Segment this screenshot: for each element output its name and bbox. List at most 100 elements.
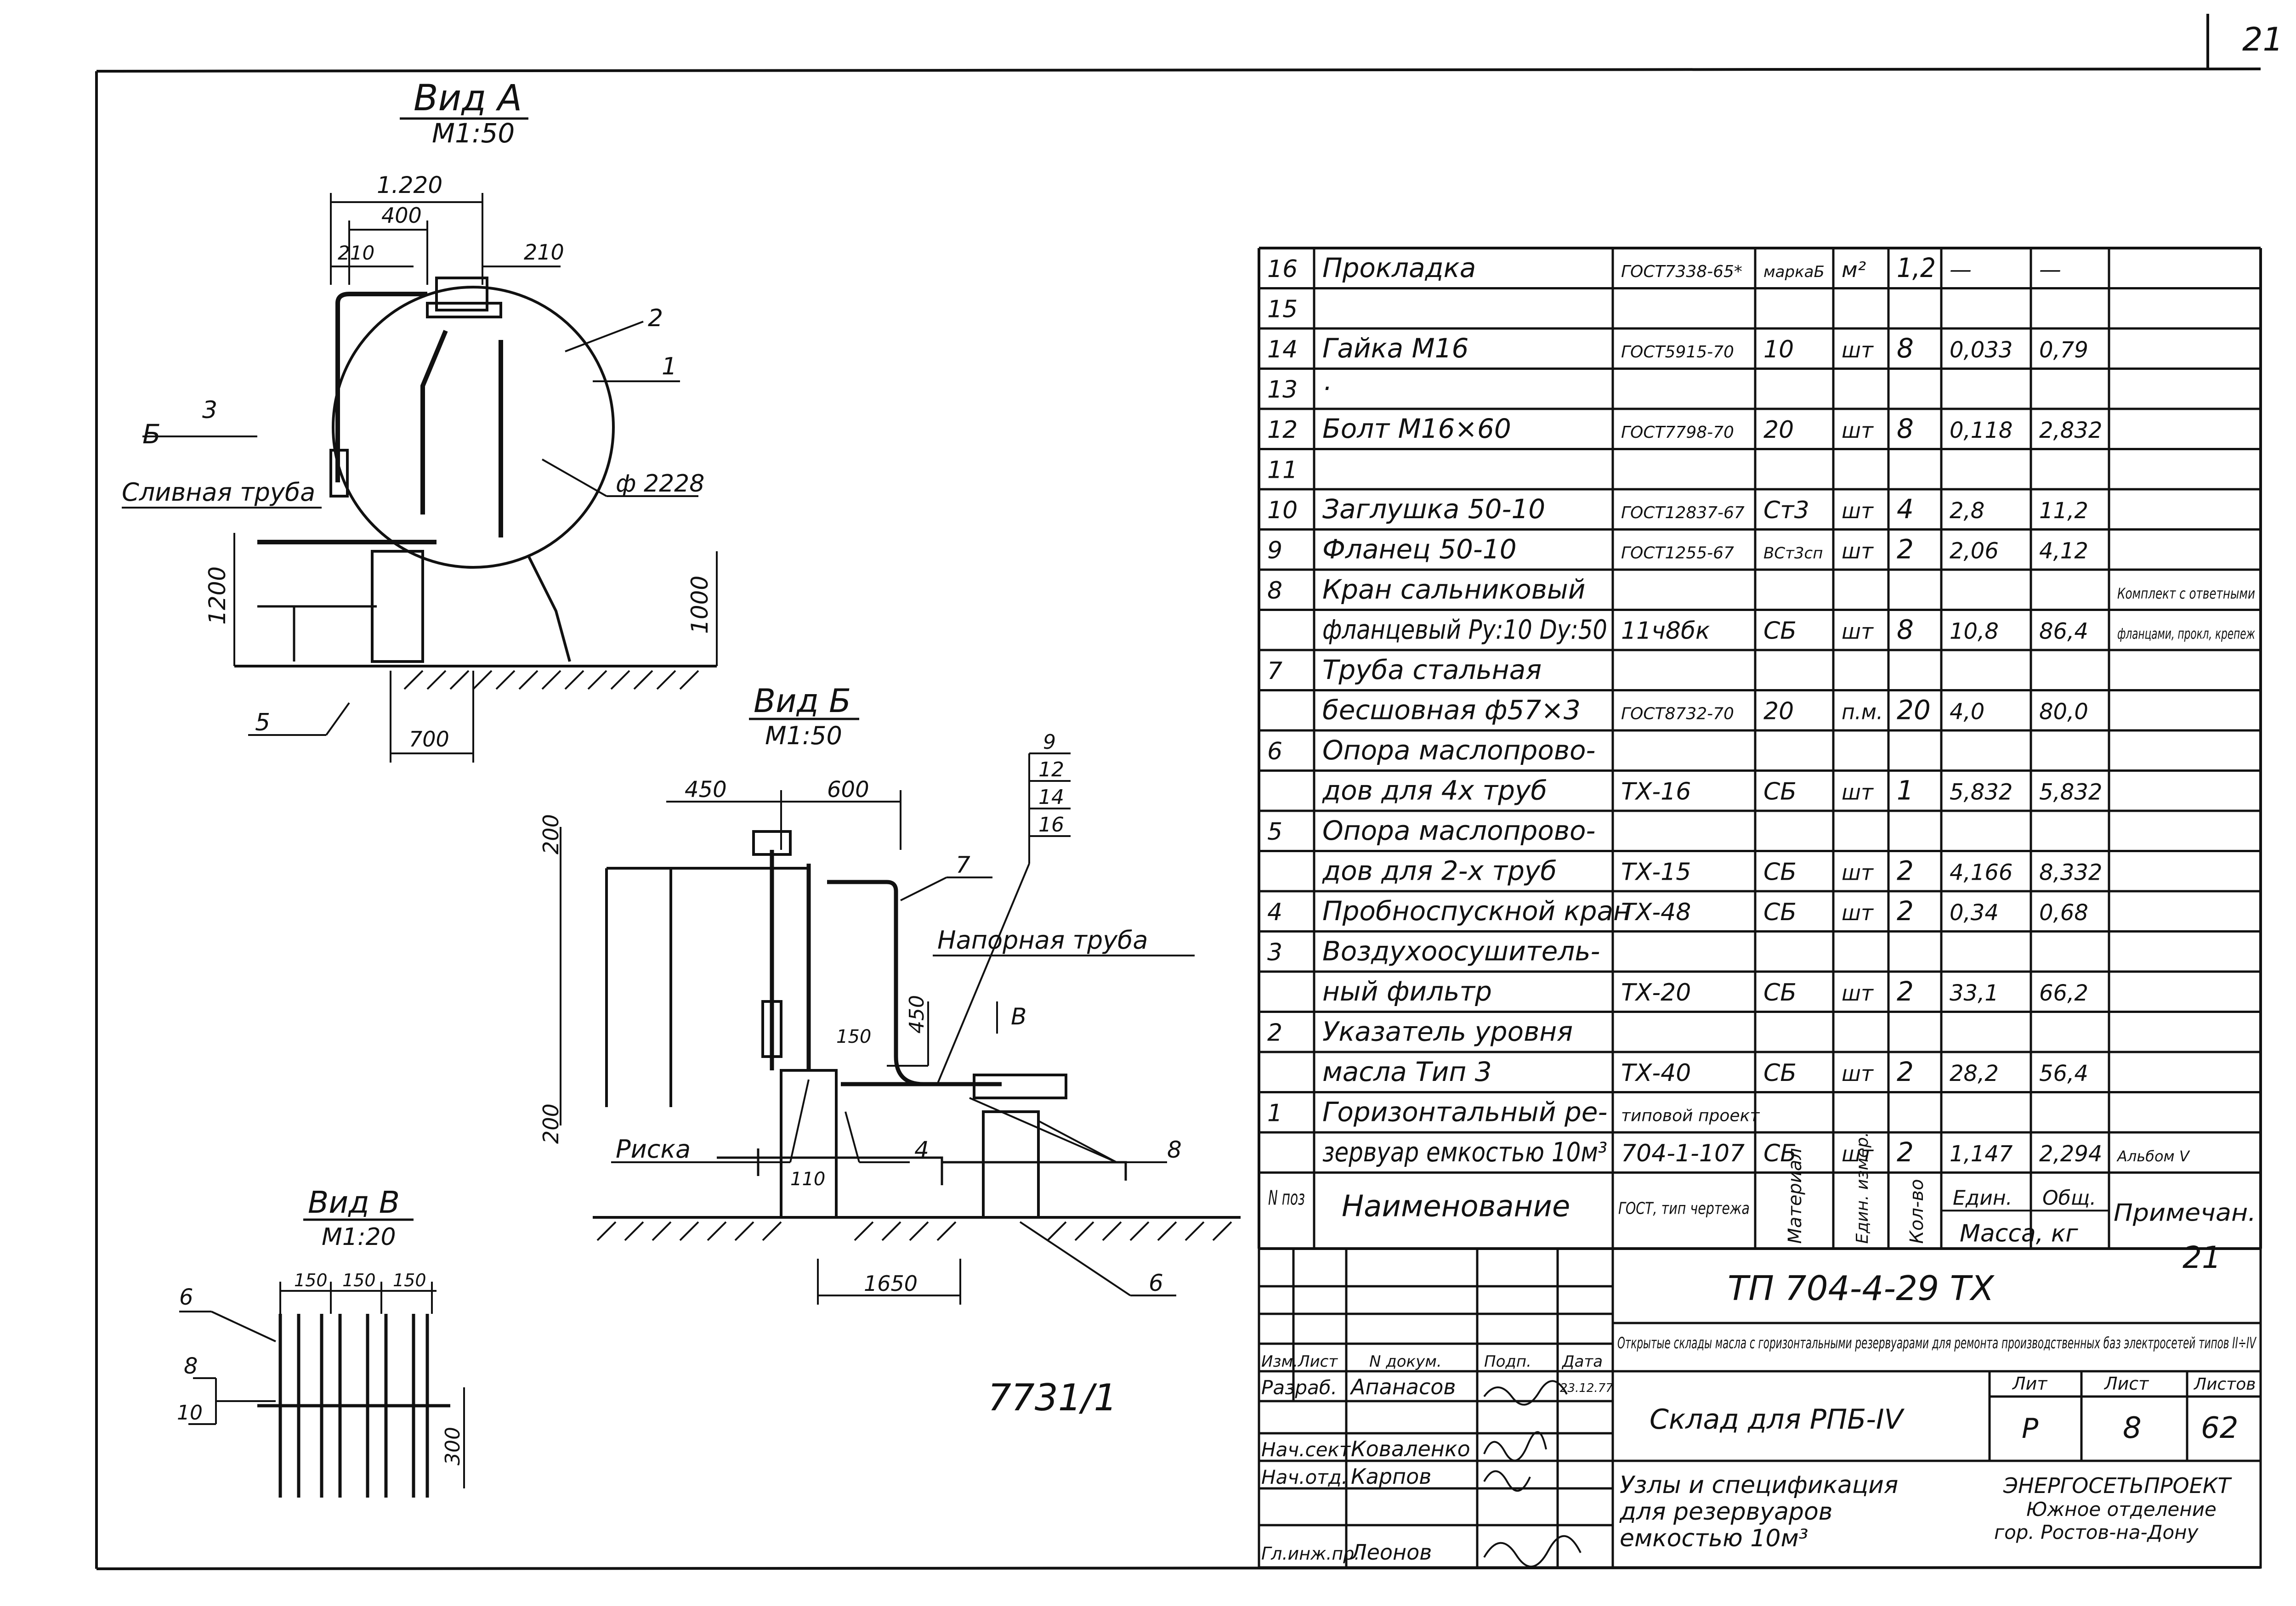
view-v-title: Вид В [308, 1185, 400, 1220]
spec-pos-19: 2 [1267, 1019, 1282, 1047]
spec-mat-0: маркаБ [1763, 263, 1825, 281]
stack-label-12: 12 [1038, 758, 1064, 781]
spec-mat-22: СБ [1763, 1140, 1797, 1167]
pos-3-label: 3 [202, 396, 217, 424]
spec-unit_mass-9: 10,8 [1950, 619, 1999, 645]
lit-label: Лит [2012, 1374, 2048, 1394]
spec-total-13: 5,832 [2039, 780, 2102, 805]
spec-unit_mass-4: 0,118 [1950, 418, 2013, 443]
listov-label: Листов [2193, 1375, 2256, 1394]
spec-unit_mass-2: 0,033 [1950, 337, 2013, 363]
list-value: 8 [2123, 1411, 2142, 1445]
spec-note-9: фланцами, прокл, крепеж [2117, 625, 2255, 643]
col-date: Дата [1561, 1352, 1603, 1371]
view-a-scale: М1:50 [432, 118, 515, 149]
dim-210-right: 210 [524, 240, 564, 265]
list-label: Лист [2103, 1374, 2149, 1394]
spec-name-9: фланцевый Py:10 Dy:50 [1322, 614, 1607, 645]
spec-name-17: Воздухоосушитель- [1322, 936, 1600, 967]
spec-unit-11: п.м. [1842, 700, 1883, 724]
spec-mat-11: 20 [1763, 698, 1794, 725]
spec-pos-2: 14 [1267, 336, 1298, 363]
project-code: ТП 704-4-29 ТХ [1728, 1269, 1995, 1308]
spec-unit-9: шт [1842, 619, 1874, 644]
spec-unit-0: м² [1842, 257, 1866, 282]
pressure-pipe-label: Напорная труба [937, 926, 1148, 955]
dim-1650: 1650 [864, 1271, 918, 1296]
view-v-pos-6: 6 [179, 1284, 193, 1310]
pos-7-label: 7 [956, 852, 970, 878]
dim-v-150-3: 150 [393, 1270, 426, 1290]
archive-number: 7731/1 [988, 1376, 1117, 1419]
spec-total-22: 2,294 [2039, 1141, 2102, 1167]
spec-header-mat: Материал [1785, 1148, 1806, 1244]
dim-200-bottom: 200 [539, 1103, 563, 1144]
sheet-content: Узлы и спецификация для резервуаров емко… [1619, 1471, 1906, 1552]
spec-name-20: масла Тип 3 [1322, 1056, 1492, 1087]
spec-gost-15: ТХ-15 [1621, 859, 1691, 886]
spec-unit-13: шт [1842, 780, 1874, 805]
view-b-arrow-label: Б [142, 418, 161, 450]
name-0: Апанасов [1349, 1374, 1456, 1399]
view-b-title: Вид Б [754, 682, 851, 720]
spec-qty-6: 4 [1897, 493, 1914, 525]
spec-gost-11: ГОСТ8732-70 [1621, 705, 1734, 724]
spec-unit-15: шт [1842, 860, 1874, 885]
spec-pos-4: 12 [1267, 416, 1298, 444]
spec-pos-1: 15 [1267, 296, 1298, 323]
lit-value: Р [2022, 1413, 2039, 1445]
spec-mat-9: СБ [1763, 617, 1797, 645]
dim-1220: 1.220 [377, 172, 442, 198]
role-1: Нач.сект. [1261, 1438, 1357, 1461]
role-2: Нач.отд. [1261, 1466, 1348, 1488]
spec-total-7: 4,12 [2039, 538, 2088, 564]
drain-pipe-label: Сливная труба [122, 478, 315, 507]
spec-total-6: 11,2 [2039, 498, 2088, 524]
dim-150: 150 [836, 1026, 871, 1047]
spec-total-16: 0,68 [2039, 900, 2088, 926]
spec-name-21: Горизонтальный ре- [1322, 1097, 1607, 1128]
spec-gost-7: ГОСТ1255-67 [1621, 544, 1734, 563]
dim-v-150-2: 150 [342, 1270, 376, 1290]
dim-600: 600 [827, 777, 869, 803]
stack-label-9: 9 [1043, 730, 1056, 754]
spec-mat-16: СБ [1763, 899, 1797, 926]
spec-pos-12: 6 [1267, 738, 1282, 765]
spec-pos-21: 1 [1267, 1100, 1282, 1127]
spec-unit_mass-22: 1,147 [1950, 1141, 2013, 1167]
spec-unit-7: шт [1842, 539, 1874, 564]
spec-pos-8: 8 [1267, 577, 1282, 605]
listov-value: 62 [2201, 1411, 2238, 1445]
spec-gost-4: ГОСТ7798-70 [1621, 423, 1734, 442]
spec-gost-2: ГОСТ5915-70 [1621, 343, 1734, 362]
spec-name-11: бесшовная ф57×3 [1322, 695, 1581, 726]
role-0: Разраб. [1261, 1376, 1337, 1399]
pos-4-label: 4 [914, 1137, 929, 1163]
title-sheet-mark: 21 [2183, 1240, 2221, 1275]
spec-name-18: ный фильтр [1322, 976, 1492, 1007]
org-name: ЭНЕРГОСЕТЬПРОЕКТ [2003, 1473, 2232, 1498]
riska-label: Риска [616, 1135, 691, 1164]
col-izm: Изм. [1261, 1352, 1298, 1371]
spec-unit_mass-15: 4,166 [1950, 860, 2013, 886]
spec-header-mass: Масса, кг [1960, 1220, 2078, 1248]
pos-5-label: 5 [255, 709, 270, 736]
spec-mat-6: Ст3 [1763, 497, 1809, 524]
spec-unit_mass-16: 0,34 [1950, 900, 1999, 926]
col-sign: Подп. [1484, 1352, 1531, 1371]
diameter-label: ф 2228 [616, 470, 704, 498]
project-subtitle: Открытые склады масла с горизонтальными … [1617, 1334, 2257, 1352]
spec-name-10: Труба стальная [1322, 654, 1542, 685]
pos-1-label: 1 [662, 353, 677, 380]
spec-name-4: Болт М16×60 [1322, 413, 1511, 444]
spec-qty-13: 1 [1897, 775, 1914, 806]
pos-8-label: 8 [1167, 1137, 1182, 1163]
view-a-title: Вид А [414, 78, 522, 119]
spec-unit-4: шт [1842, 418, 1874, 443]
spec-pos-16: 4 [1267, 899, 1282, 926]
spec-name-7: Фланец 50-10 [1322, 534, 1517, 565]
name-1: Коваленко [1351, 1436, 1470, 1461]
spec-name-8: Кран сальниковый [1322, 574, 1585, 605]
spec-qty-11: 20 [1897, 695, 1931, 726]
